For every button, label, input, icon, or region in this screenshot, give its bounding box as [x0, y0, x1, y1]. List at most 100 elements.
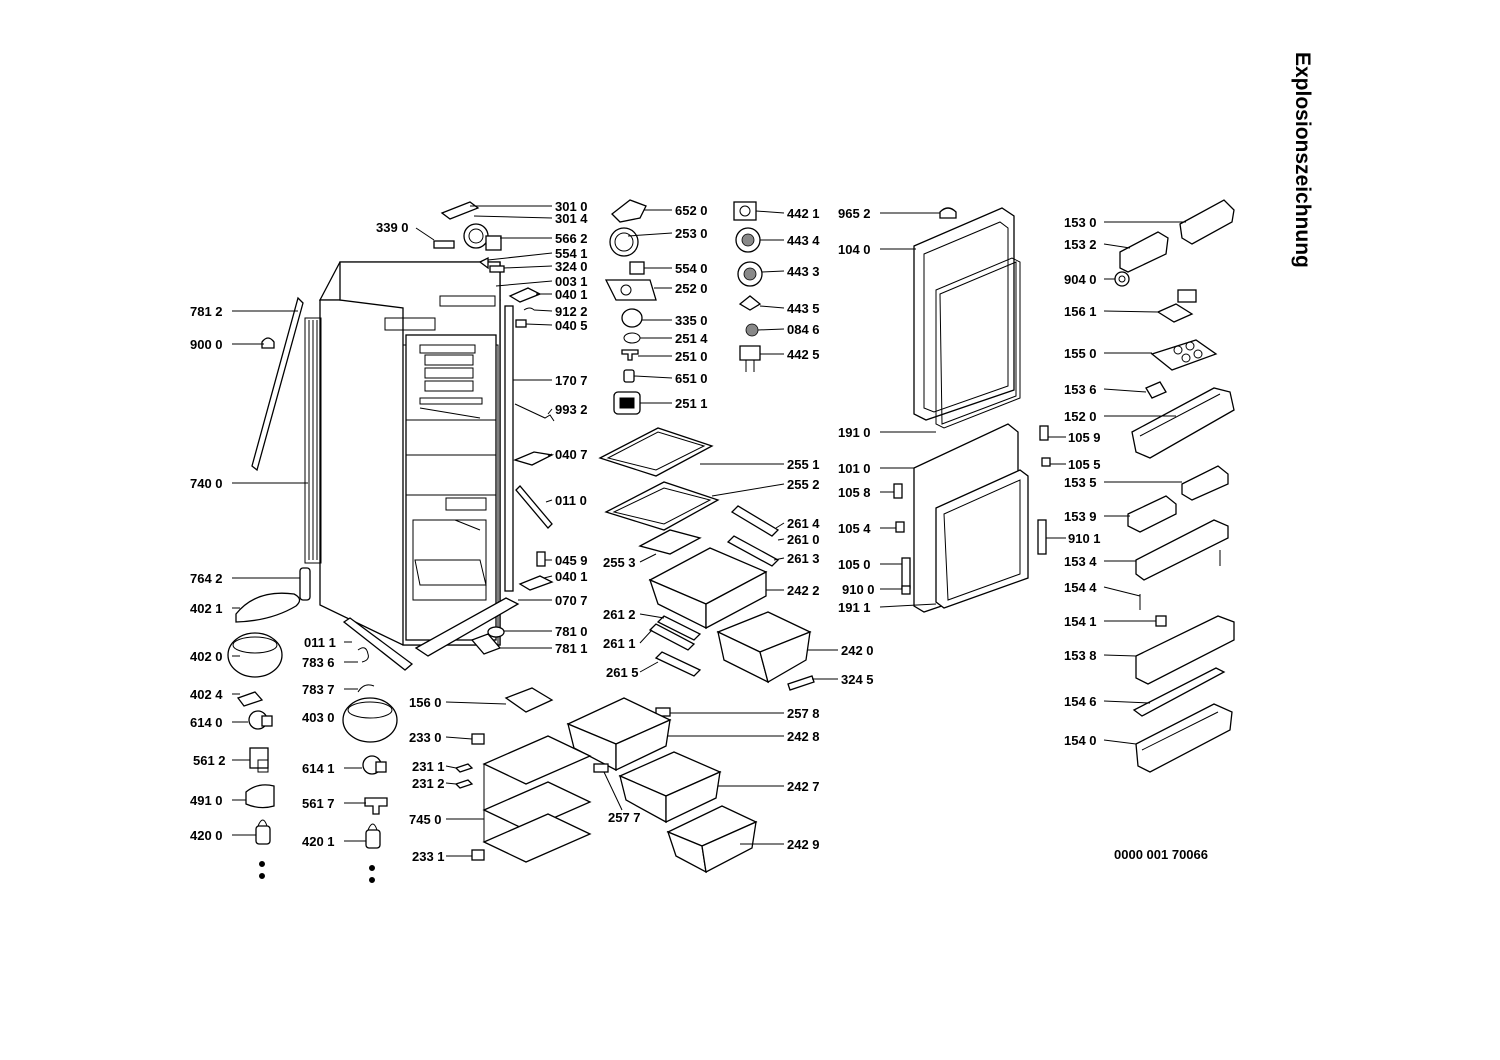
drawing-number: 0000 001 70066: [1114, 847, 1208, 862]
part-label: 912 2: [555, 304, 588, 319]
part-label: 011 0: [555, 493, 587, 508]
part-label: 255 2: [787, 477, 820, 492]
part-label: 745 0: [409, 812, 442, 827]
part-label: 040 5: [555, 318, 588, 333]
part-label: 324 0: [555, 259, 588, 274]
part-label: 910 1: [1068, 531, 1101, 546]
part-label: 335 0: [675, 313, 708, 328]
part-label: 154 4: [1064, 580, 1097, 595]
part-label: 652 0: [675, 203, 708, 218]
part-label: 251 0: [675, 349, 708, 364]
part-label: 153 4: [1064, 554, 1097, 569]
part-label: 910 0: [842, 582, 875, 597]
part-label: 561 7: [302, 796, 335, 811]
part-label: 242 7: [787, 779, 820, 794]
part-label: 170 7: [555, 373, 588, 388]
part-label: 443 5: [787, 301, 820, 316]
part-label: 402 4: [190, 687, 223, 702]
part-label: 040 1: [555, 287, 588, 302]
part-label: 781 0: [555, 624, 588, 639]
part-label: 003 1: [555, 274, 588, 289]
part-label: 105 5: [1068, 457, 1101, 472]
part-label: 153 5: [1064, 475, 1097, 490]
door-bins: [1114, 199, 1235, 773]
part-label: 257 7: [608, 810, 641, 825]
part-label: 152 0: [1064, 409, 1097, 424]
leader-lines: [232, 205, 1186, 857]
part-label: 554 0: [675, 261, 708, 276]
part-label: 261 2: [603, 607, 636, 622]
part-label: 070 7: [555, 593, 588, 608]
part-label: 253 0: [675, 226, 708, 241]
fan-parts: [733, 201, 763, 372]
control-parts: [414, 201, 555, 657]
part-label: 153 0: [1064, 215, 1097, 230]
part-label: 154 6: [1064, 694, 1097, 709]
part-labels: 781 2 900 0 740 0 764 2 402 1 402 0 402 …: [190, 199, 1101, 864]
part-label: 257 8: [787, 706, 820, 721]
part-label: 255 3: [603, 555, 636, 570]
diagram-title: Explosionszeichnung: [1291, 52, 1314, 268]
part-label: 566 2: [555, 231, 588, 246]
part-label: 554 1: [555, 246, 588, 261]
part-label: 104 0: [838, 242, 871, 257]
part-label: 783 7: [302, 682, 335, 697]
part-label: 040 7: [555, 447, 588, 462]
part-label: 993 2: [555, 402, 588, 417]
part-label: 153 6: [1064, 382, 1097, 397]
part-label: 153 8: [1064, 648, 1097, 663]
part-label: 105 0: [838, 557, 871, 572]
part-label: 403 0: [302, 710, 335, 725]
part-label: 154 1: [1064, 614, 1097, 629]
part-label: 231 1: [412, 759, 445, 774]
part-label: 420 0: [190, 828, 223, 843]
part-label: 301 4: [555, 211, 588, 226]
part-label: 191 0: [838, 425, 871, 440]
left-parts: [227, 337, 414, 883]
part-label: 156 1: [1064, 304, 1097, 319]
part-label: 242 9: [787, 837, 820, 852]
part-label: 614 1: [302, 761, 335, 776]
shelves-drawers: [454, 427, 815, 874]
part-label: 011 1: [304, 635, 336, 650]
part-label: 442 5: [787, 347, 820, 362]
part-label: 402 0: [190, 649, 223, 664]
part-label: 045 9: [555, 553, 588, 568]
part-label: 105 8: [838, 485, 871, 500]
part-label: 231 2: [412, 776, 445, 791]
part-label: 155 0: [1064, 346, 1097, 361]
part-label: 233 0: [409, 730, 442, 745]
part-label: 040 1: [555, 569, 588, 584]
part-label: 251 4: [675, 331, 708, 346]
part-label: 252 0: [675, 281, 708, 296]
part-label: 105 4: [838, 521, 871, 536]
part-label: 153 2: [1064, 237, 1097, 252]
part-label: 965 2: [838, 206, 871, 221]
part-label: 105 9: [1068, 430, 1101, 445]
part-label: 191 1: [838, 600, 871, 615]
part-label: 442 1: [787, 206, 820, 221]
part-label: 491 0: [190, 793, 223, 808]
part-label: 339 0: [376, 220, 409, 235]
part-label: 242 8: [787, 729, 820, 744]
doors: [893, 207, 1051, 613]
part-label: 261 5: [606, 665, 639, 680]
part-label: 561 2: [193, 753, 226, 768]
part-label: 781 2: [190, 304, 223, 319]
part-label: 251 1: [675, 396, 708, 411]
part-label: 614 0: [190, 715, 223, 730]
part-label: 783 6: [302, 655, 335, 670]
part-label: 402 1: [190, 601, 223, 616]
part-label: 900 0: [190, 337, 223, 352]
part-label: 781 1: [555, 641, 588, 656]
part-label: 154 0: [1064, 733, 1097, 748]
part-label: 261 3: [787, 551, 820, 566]
part-label: 740 0: [190, 476, 223, 491]
part-label: 242 2: [787, 583, 820, 598]
part-label: 153 9: [1064, 509, 1097, 524]
cabinet-body: [304, 261, 501, 646]
part-label: 242 0: [841, 643, 874, 658]
part-label: 651 0: [675, 371, 708, 386]
part-label: 233 1: [412, 849, 445, 864]
